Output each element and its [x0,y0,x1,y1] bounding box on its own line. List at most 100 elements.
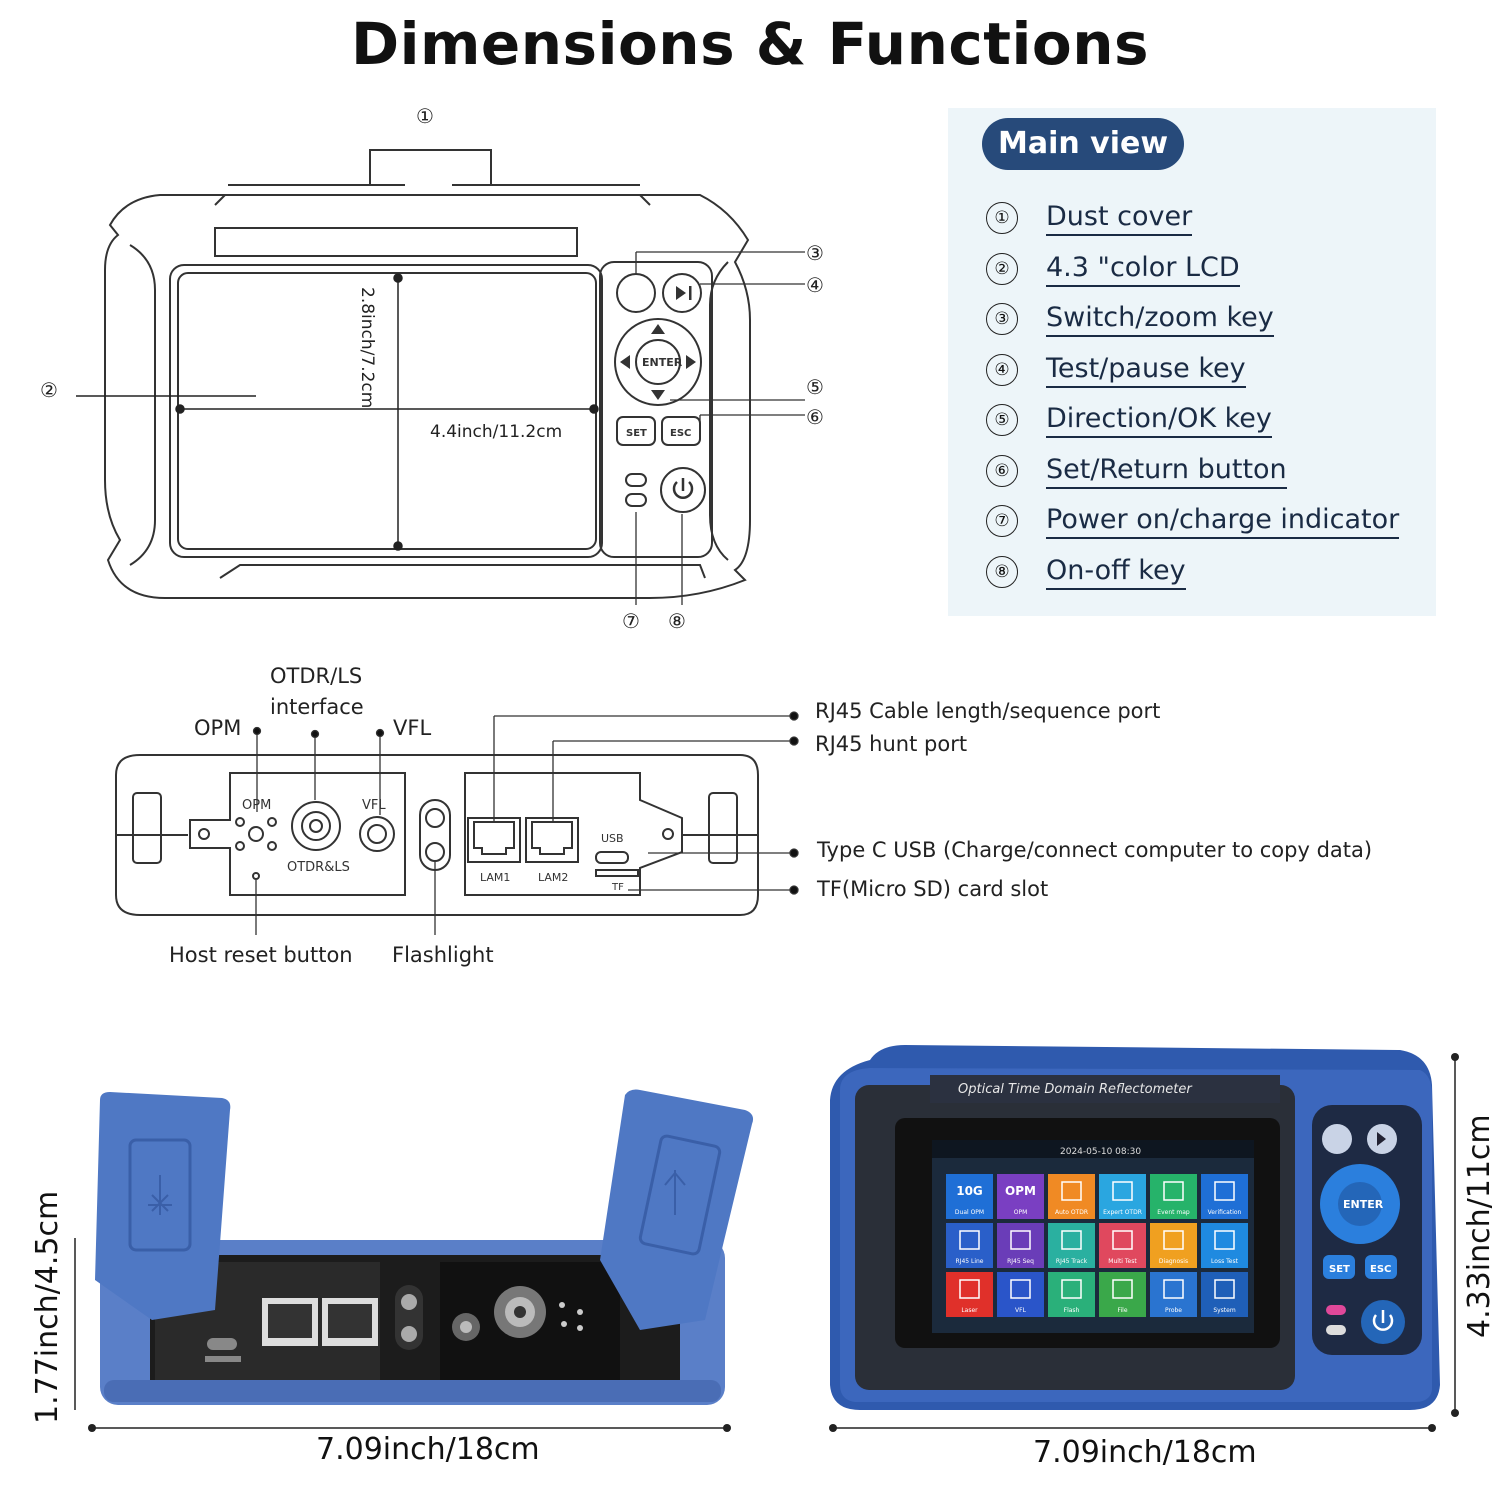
rj45-length-label: RJ45 Cable length/sequence port [815,699,1161,723]
app-tile: Multi Test [1099,1223,1146,1268]
app-tile-label: Diagnosis [1159,1258,1188,1265]
app-tile-label: OPM [1014,1209,1028,1216]
app-tile: Verification [1201,1174,1248,1219]
callout-7: ⑦ [622,609,640,633]
front-photo-width: 7.09inch/18cm [1033,1435,1257,1470]
front-photo-height: 4.33inch/11cm [1462,1114,1497,1338]
app-tile-icon [1010,1230,1031,1250]
app-tile-icon [1061,1279,1082,1299]
app-tile-icon [1112,1181,1133,1201]
app-tile-label: Probe [1165,1307,1182,1314]
main-view-heading: Main view [982,118,1185,170]
app-tile: Flash [1048,1272,1095,1317]
top-photo-height: 1.77inch/4.5cm [30,1190,65,1424]
top-panel-diagram: OPM VFL OTDR&LS LAM1 LAM2 USB TF [115,711,799,935]
app-tile-icon [1163,1279,1184,1299]
photo-esc-key: ESC [1370,1264,1391,1275]
set-key-label: SET [626,428,647,439]
callout-6: ⑥ [806,405,824,429]
callout-4: ④ [806,273,824,297]
callout-1: ① [416,104,434,128]
app-tile-icon [959,1230,980,1250]
app-tile: Probe [1150,1272,1197,1317]
app-tile-icon [1112,1230,1133,1250]
reset-button-label: Host reset button [169,943,353,967]
app-tile: OPM OPM [997,1174,1044,1219]
device-name-label: Optical Time Domain Reflectometer [958,1082,1193,1097]
app-tile-icon [959,1279,980,1299]
screen-height-label: 2.8inch/7.2cm [357,287,377,408]
app-tile: Auto OTDR [1048,1174,1095,1219]
app-tile-label: Event map [1157,1209,1190,1216]
app-tile-icon [1010,1279,1031,1299]
app-tile-label: Expert OTDR [1103,1209,1142,1216]
panel-usb-text: USB [601,832,624,845]
callout-5: ⑤ [806,375,824,399]
screen-status-time: 2024-05-10 08:30 [1060,1147,1141,1157]
app-tile: RJ45 Seq [997,1223,1044,1268]
panel-lam2-text: LAM2 [538,871,568,884]
app-tile-label: RJ45 Track [1056,1258,1088,1265]
app-tile-icon [1061,1181,1082,1201]
photo-set-key: SET [1329,1264,1350,1275]
callout-3: ③ [806,241,824,265]
flashlight-label: Flashlight [392,943,494,967]
app-tile-label: RJ45 Line [956,1258,984,1265]
enter-key-label: ENTER [642,356,683,369]
esc-key-label: ESC [670,428,691,439]
app-tile-label: Laser [961,1307,978,1314]
app-tile: File [1099,1272,1146,1317]
screen-width-label: 4.4inch/11.2cm [430,422,562,442]
panel-otdr-text: OTDR&LS [287,860,350,875]
front-view-diagram: 2.8inch/7.2cm 4.4inch/11.2cm ENTER SET E… [40,104,824,633]
app-tile-icon [1112,1279,1133,1299]
callout-8: ⑧ [668,609,686,633]
app-tile: Loss Test [1201,1223,1248,1268]
app-tile: Event map [1150,1174,1197,1219]
app-tile-icon [1163,1230,1184,1250]
app-tile-label: Auto OTDR [1055,1209,1088,1216]
page-title: Dimensions & Functions [350,10,1150,78]
app-tile-label: Flash [1064,1307,1080,1314]
photo-enter-key: ENTER [1343,1198,1384,1211]
tf-slot-label: TF(Micro SD) card slot [817,877,1049,901]
app-tile-label: Dual OPM [955,1209,984,1216]
front-view-photo: Optical Time Domain Reflectometer 2024-0… [829,1045,1459,1432]
panel-tf-text: TF [611,882,624,893]
typec-label: Type C USB (Charge/connect computer to c… [817,838,1373,862]
app-tile-label: RJ45 Seq [1007,1258,1034,1265]
app-tile-icon [1214,1230,1235,1250]
app-tile-label: System [1213,1307,1236,1314]
app-tile: RJ45 Track [1048,1223,1095,1268]
panel-vfl-text: VFL [362,798,386,813]
main-view-panel [948,108,1436,616]
callout-2: ② [40,378,58,402]
app-tile-label: File [1117,1307,1127,1314]
app-tile-icon [1214,1181,1235,1201]
app-tile-title: OPM [1005,1184,1036,1198]
app-tile-label: Loss Test [1211,1258,1239,1265]
panel-lam1-text: LAM1 [480,871,510,884]
app-tile: System [1201,1272,1248,1317]
app-tile: RJ45 Line [946,1223,993,1268]
rj45-hunt-label: RJ45 hunt port [815,732,968,756]
app-tile-label: VFL [1015,1307,1027,1314]
app-tile-label: Multi Test [1108,1258,1137,1265]
top-view-photo [74,1089,754,1432]
top-photo-width: 7.09inch/18cm [316,1432,540,1467]
app-tile-icon [1061,1230,1082,1250]
otdr-ls-label: OTDR/LS interface [270,664,364,719]
app-tile-icon [1214,1279,1235,1299]
app-tile-icon [1163,1181,1184,1201]
opm-label: OPM [194,716,242,740]
app-tile: Expert OTDR [1099,1174,1146,1219]
